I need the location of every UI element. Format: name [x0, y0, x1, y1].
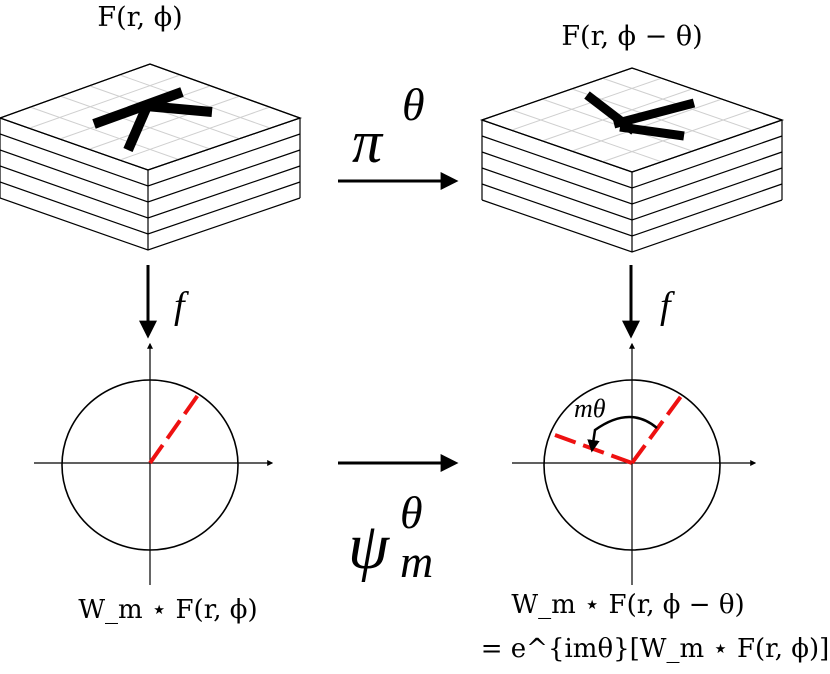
label-feature-superscript: θ [400, 487, 423, 538]
label-feature-operator: ψ [348, 510, 390, 583]
stack-layers-right [481, 119, 783, 253]
label-rotation-operator: π [352, 109, 384, 175]
label-rotation-superscript: θ [402, 79, 425, 130]
feature-vector-original-right [630, 393, 684, 465]
rotated-feature-stack [480, 67, 784, 253]
angle-arc-arrow [587, 415, 658, 453]
unit-circle-right [543, 379, 721, 551]
letter-k-rotated [584, 91, 696, 141]
label-map-left: f [174, 285, 189, 327]
label-output-right-line2: = e^{imθ}[W_m ⋆ F(r, ϕ)] [481, 634, 830, 664]
unit-circle-left [61, 379, 239, 551]
label-rotated-field: F(r, ϕ − θ) [561, 21, 702, 52]
label-map-right: f [660, 285, 675, 327]
label-input-field: F(r, ϕ) [97, 2, 182, 33]
feature-vector-left [148, 393, 200, 465]
stack-top-face-left [0, 63, 302, 171]
label-output-right-line1: W_m ⋆ F(r, ϕ − θ) [511, 590, 744, 620]
polar-plot-left [34, 342, 274, 585]
letter-k-upright [92, 87, 213, 152]
input-feature-stack [0, 63, 302, 251]
polar-plot-right [512, 342, 757, 585]
label-feature-subscript: m [400, 536, 433, 587]
label-angle: mθ [574, 394, 606, 423]
label-output-left: W_m ⋆ F(r, ϕ) [78, 595, 257, 625]
